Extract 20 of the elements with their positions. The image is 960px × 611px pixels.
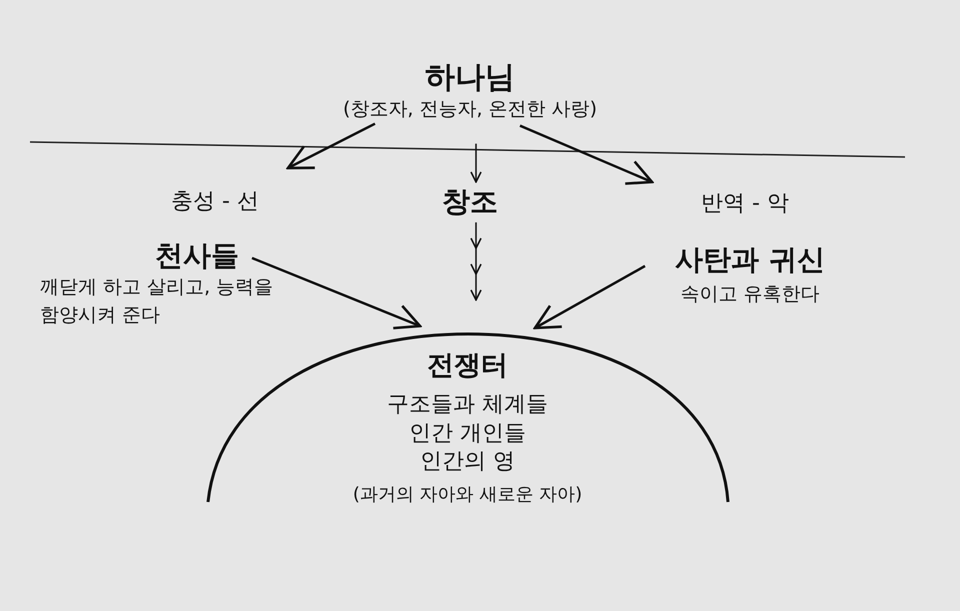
- body-text: 인간의 영: [420, 448, 515, 476]
- label-text: 반역 - 악: [701, 190, 789, 218]
- heading-text: 사탄과 귀신: [675, 242, 825, 278]
- body-text: 깨닫게 하고 살리고, 능력을 함양시켜 준다: [40, 275, 274, 328]
- arrow: [520, 124, 654, 185]
- arrow: [470, 144, 482, 183]
- arrow: [286, 122, 376, 170]
- body-text: 인간 개인들: [409, 420, 526, 448]
- arrow: [470, 222, 482, 301]
- heading-text: 천사들: [155, 238, 239, 274]
- heading-text: 전쟁터: [427, 349, 508, 383]
- subtitle-text: (창조자, 전능자, 온전한 사랑): [342, 97, 598, 122]
- body-text: 구조들과 체계들: [387, 391, 548, 420]
- body-text: 속이고 유혹한다: [680, 282, 820, 308]
- arrow: [534, 264, 646, 330]
- arrow: [252, 256, 422, 330]
- label-text: 충성 - 선: [171, 188, 259, 216]
- heading-text: 창조: [442, 184, 498, 220]
- note-text: (과거의 자아와 새로운 자아): [352, 482, 582, 506]
- heading-text: 하나님: [425, 59, 515, 97]
